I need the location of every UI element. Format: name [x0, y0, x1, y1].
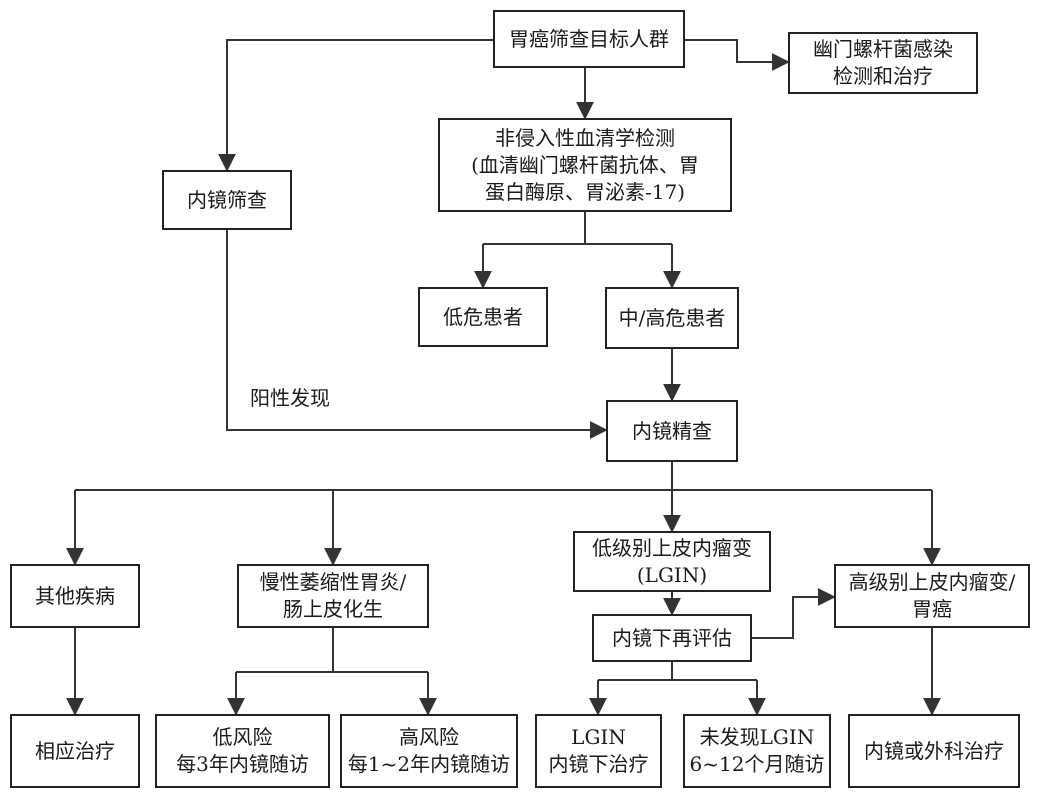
- node-reassess: 内镜下再评估: [592, 614, 752, 662]
- edge-label-positive: 阳性发现: [250, 386, 330, 410]
- node-mid-high-risk: 中/高危患者: [605, 287, 739, 349]
- node-treatment: 相应治疗: [10, 714, 140, 788]
- edge-target-endoscreen: [218, 39, 493, 172]
- edge-target-hp: [685, 39, 790, 71]
- node-high-risk-followup: 高风险 每1~2年内镜随访: [340, 714, 518, 788]
- node-hgin-cancer: 高级别上皮内瘤变/ 胃癌: [834, 564, 1030, 628]
- node-low-risk: 低危患者: [418, 287, 548, 347]
- node-atrophic-gastritis: 慢性萎缩性胃炎/ 肠上皮化生: [237, 564, 429, 628]
- node-lgin-treatment: LGIN 内镜下治疗: [535, 714, 662, 788]
- node-detailed-endoscopy: 内镜精查: [606, 400, 738, 462]
- node-other-disease: 其他疾病: [10, 564, 140, 628]
- node-lgin: 低级别上皮内瘤变 (LGIN): [573, 531, 771, 592]
- node-low-risk-followup: 低风险 每3年内镜随访: [155, 714, 330, 788]
- node-endoscopic-screening: 内镜筛查: [162, 170, 292, 230]
- edge-reassess-hgin: [752, 588, 836, 639]
- node-no-lgin-followup: 未发现LGIN 6~12个月随访: [683, 714, 831, 788]
- node-target: 胃癌筛查目标人群: [493, 10, 685, 68]
- edge-endoscreen-detail: [226, 230, 608, 439]
- node-serum-test: 非侵入性血清学检测 (血清幽门螺杆菌抗体、胃 蛋白酶原、胃泌素-17): [438, 118, 732, 212]
- node-endo-surgical-treatment: 内镜或外科治疗: [848, 714, 1020, 788]
- node-hp-test: 幽门螺杆菌感染 检测和治疗: [788, 32, 978, 94]
